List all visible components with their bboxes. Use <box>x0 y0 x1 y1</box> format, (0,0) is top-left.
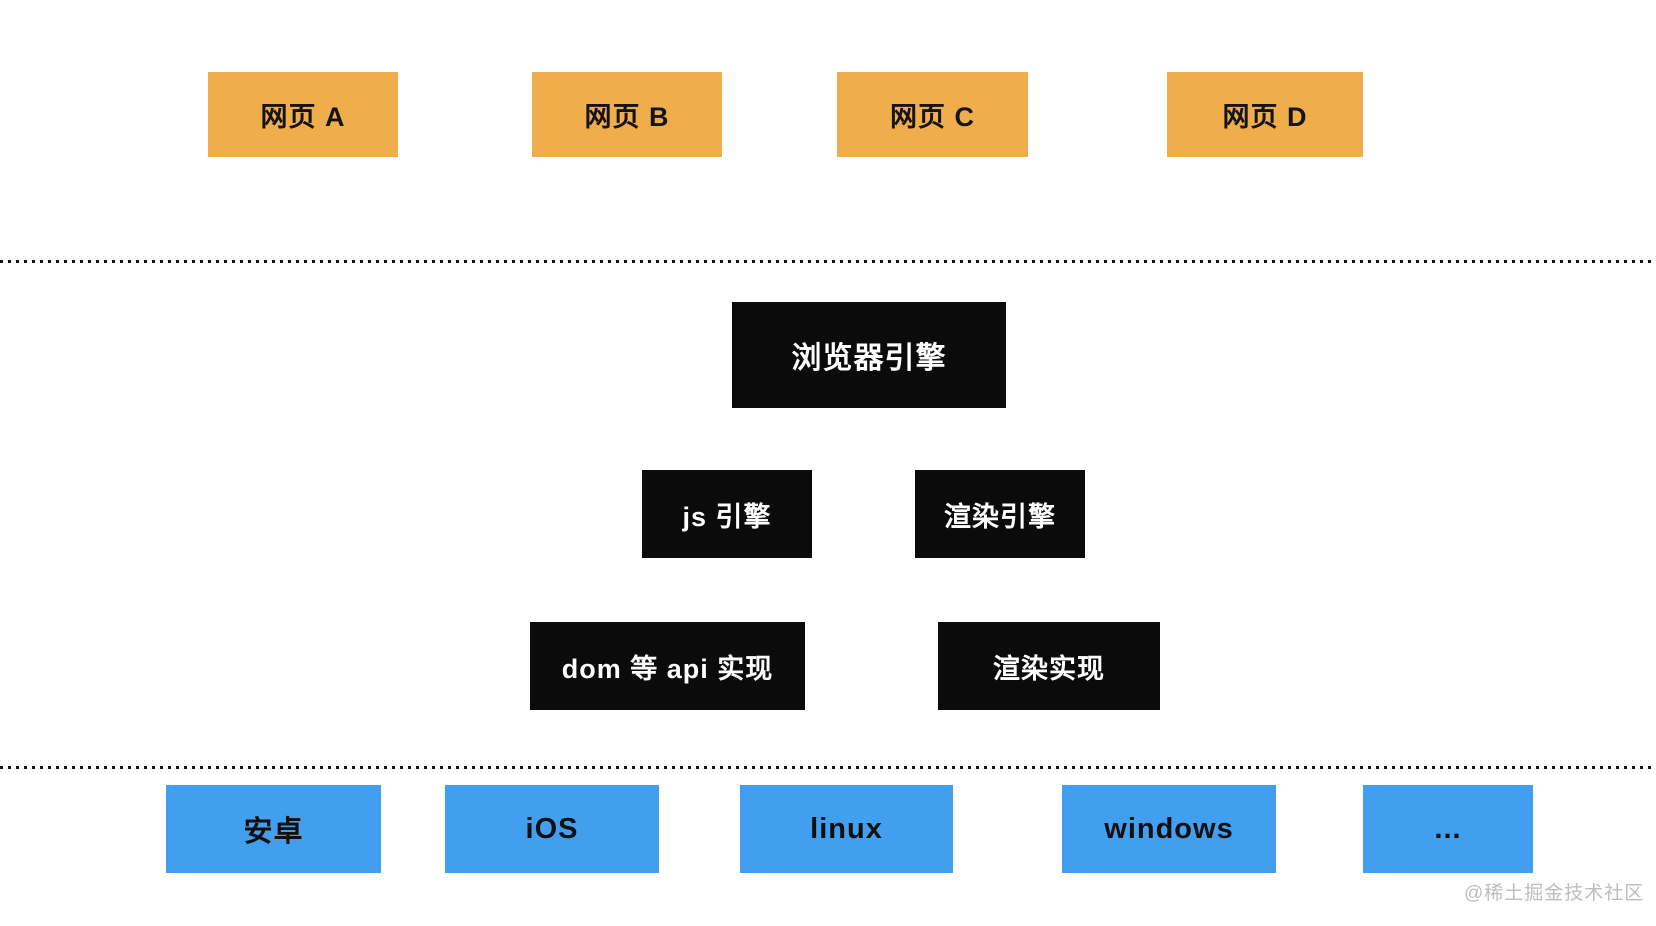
webpage-c-label: 网页 C <box>890 102 975 132</box>
platform-more-label: ... <box>1434 812 1462 845</box>
webpage-a-label: 网页 A <box>260 102 346 132</box>
dotted-separator-bottom <box>0 766 1656 769</box>
platform-ios-label: iOS <box>525 812 579 845</box>
platform-linux-label: linux <box>810 812 883 845</box>
webpage-a-box: 网页 A <box>208 72 398 157</box>
webpage-d-box: 网页 D <box>1167 72 1363 157</box>
browser-engine-label: 浏览器引擎 <box>791 342 947 375</box>
js-engine-box: js 引擎 <box>642 470 812 558</box>
platform-windows-label: windows <box>1104 812 1234 845</box>
render-impl-box: 渲染实现 <box>938 622 1160 710</box>
platform-android-box: 安卓 <box>166 785 381 873</box>
webpage-d-label: 网页 D <box>1222 102 1308 132</box>
platform-ios-box: iOS <box>445 785 659 873</box>
platform-linux-box: linux <box>740 785 953 873</box>
platform-android-label: 安卓 <box>243 816 304 848</box>
dom-api-impl-label: dom 等 api 实现 <box>561 653 774 684</box>
platform-windows-box: windows <box>1062 785 1276 873</box>
webpage-c-box: 网页 C <box>837 72 1028 157</box>
dom-api-impl-box: dom 等 api 实现 <box>530 622 805 710</box>
render-impl-label: 渲染实现 <box>993 653 1105 684</box>
dotted-separator-top <box>0 260 1656 263</box>
js-engine-label: js 引擎 <box>682 501 772 532</box>
render-engine-box: 渲染引擎 <box>915 470 1085 558</box>
browser-engine-box: 浏览器引擎 <box>732 302 1006 408</box>
platform-more-box: ... <box>1363 785 1533 873</box>
webpage-b-label: 网页 B <box>584 102 670 132</box>
watermark: @稀土掘金技术社区 <box>1464 883 1645 904</box>
render-engine-label: 渲染引擎 <box>944 501 1056 532</box>
webpage-b-box: 网页 B <box>532 72 722 157</box>
